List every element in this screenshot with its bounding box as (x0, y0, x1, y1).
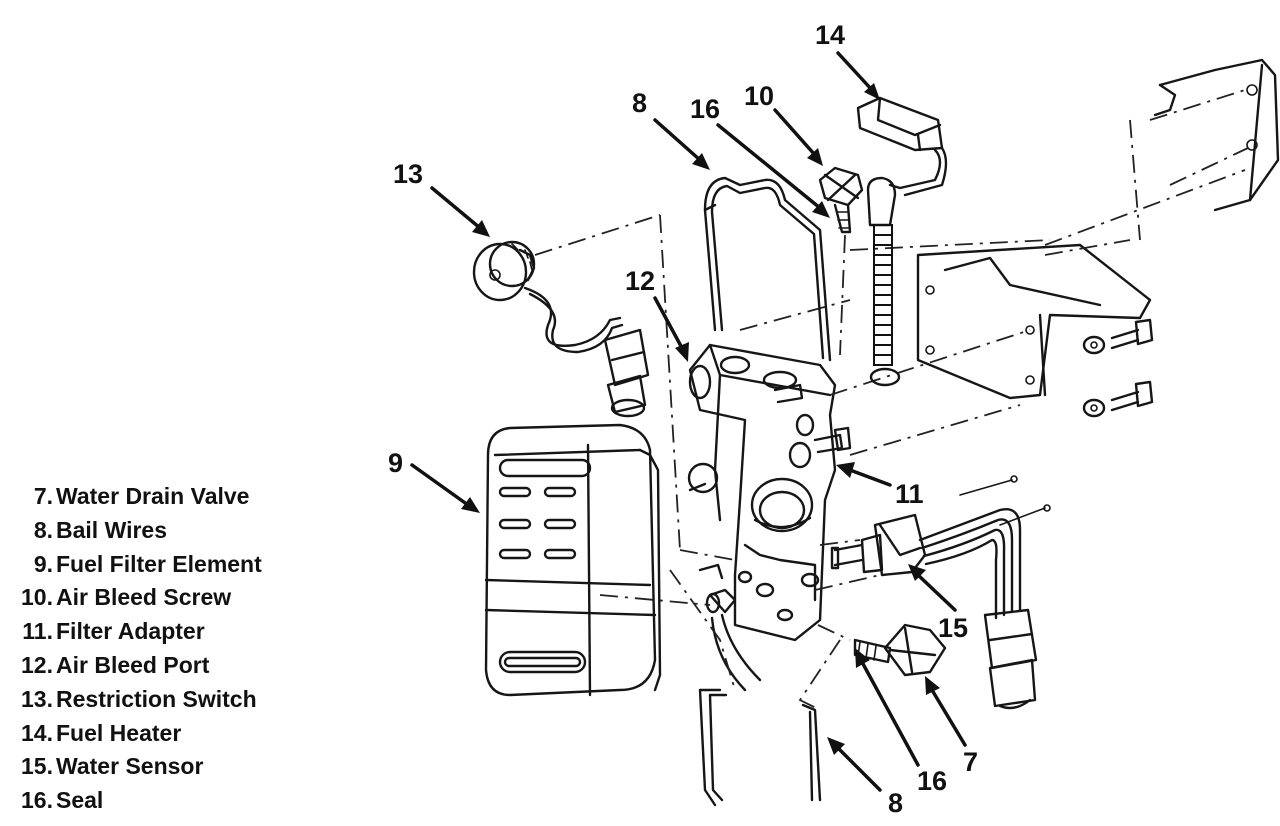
legend-number: 12. (21, 651, 53, 678)
bail-wire-bottom (698, 688, 822, 807)
leader-arrow-15 (908, 564, 957, 612)
callout-10: 10 (744, 81, 774, 111)
legend-label: Restriction Switch (56, 685, 257, 712)
bail-wire-top (703, 176, 832, 362)
fuel-filter-element (484, 423, 662, 697)
leader-arrow-8-top (653, 118, 710, 170)
leader-arrow-7 (925, 676, 967, 747)
legend-label: Fuel Heater (56, 719, 182, 746)
leader-arrow-9 (410, 463, 480, 513)
leader-arrow-13 (430, 186, 490, 237)
callout-15: 15 (938, 613, 968, 643)
legend-item-15: 15. Water Sensor (8, 750, 318, 784)
parts-legend: 7. Water Drain Valve 8. Bail Wires 9. Fu… (8, 480, 318, 818)
restriction-switch (472, 214, 661, 418)
legend-number: 15. (21, 753, 53, 780)
legend-item-13: 13. Restriction Switch (8, 683, 318, 717)
legend-label: Water Drain Valve (56, 483, 250, 509)
legend-item-10: 10. Air Bleed Screw (8, 581, 318, 615)
leader-arrow-11 (836, 462, 892, 487)
callout-16-bottom: 16 (917, 766, 947, 796)
callout-8-bottom: 8 (888, 788, 903, 818)
water-sensor (830, 475, 1051, 710)
leader-arrow-10 (773, 108, 823, 166)
callout-14: 14 (815, 20, 845, 50)
legend-number: 14. (21, 719, 53, 746)
water-drain-valve (853, 623, 947, 677)
leader-arrow-12 (653, 296, 689, 362)
legend-number: 9. (33, 550, 53, 577)
legend-item-16: 16. Seal (8, 784, 318, 818)
legend-number: 13. (21, 685, 53, 712)
legend-label: Filter Adapter (56, 618, 205, 645)
callout-13: 13 (393, 159, 423, 189)
legend-number: 7. (33, 483, 53, 509)
legend-item-11: 11. Filter Adapter (8, 615, 318, 649)
engine-mount-plate (1044, 58, 1280, 256)
legend-item-9: 9. Fuel Filter Element (8, 548, 318, 582)
legend-item-7: 7. Water Drain Valve (8, 480, 318, 514)
legend-number: 11. (22, 618, 53, 645)
legend-number: 16. (21, 787, 53, 814)
callout-9: 9 (388, 448, 403, 478)
callout-16-top: 16 (690, 94, 720, 124)
callout-11: 11 (895, 479, 924, 509)
legend-label: Fuel Filter Element (56, 550, 262, 577)
legend-item-8: 8. Bail Wires (8, 514, 318, 548)
legend-label: Air Bleed Screw (56, 584, 232, 611)
mounting-bracket (916, 243, 1154, 418)
air-bleed-screw (818, 166, 864, 356)
leader-arrow-16-top (716, 123, 830, 218)
leader-arrow-8-bottom (827, 737, 882, 792)
legend-label: Air Bleed Port (56, 651, 210, 678)
legend-label: Water Sensor (56, 753, 204, 780)
legend-item-14: 14. Fuel Heater (8, 717, 318, 751)
legend-label: Seal (56, 787, 104, 814)
leader-arrow-16-bottom (855, 648, 920, 767)
filter-adapter-body (599, 214, 1051, 711)
legend-label: Bail Wires (56, 516, 168, 543)
leader-arrow-14 (836, 51, 880, 100)
callout-7: 7 (963, 747, 978, 777)
legend-number: 10. (21, 584, 53, 611)
callout-12: 12 (625, 266, 655, 296)
fuel-heater (856, 96, 948, 387)
legend-number: 8. (33, 516, 53, 543)
callout-8-top: 8 (632, 88, 647, 118)
legend-item-12: 12. Air Bleed Port (8, 649, 318, 683)
